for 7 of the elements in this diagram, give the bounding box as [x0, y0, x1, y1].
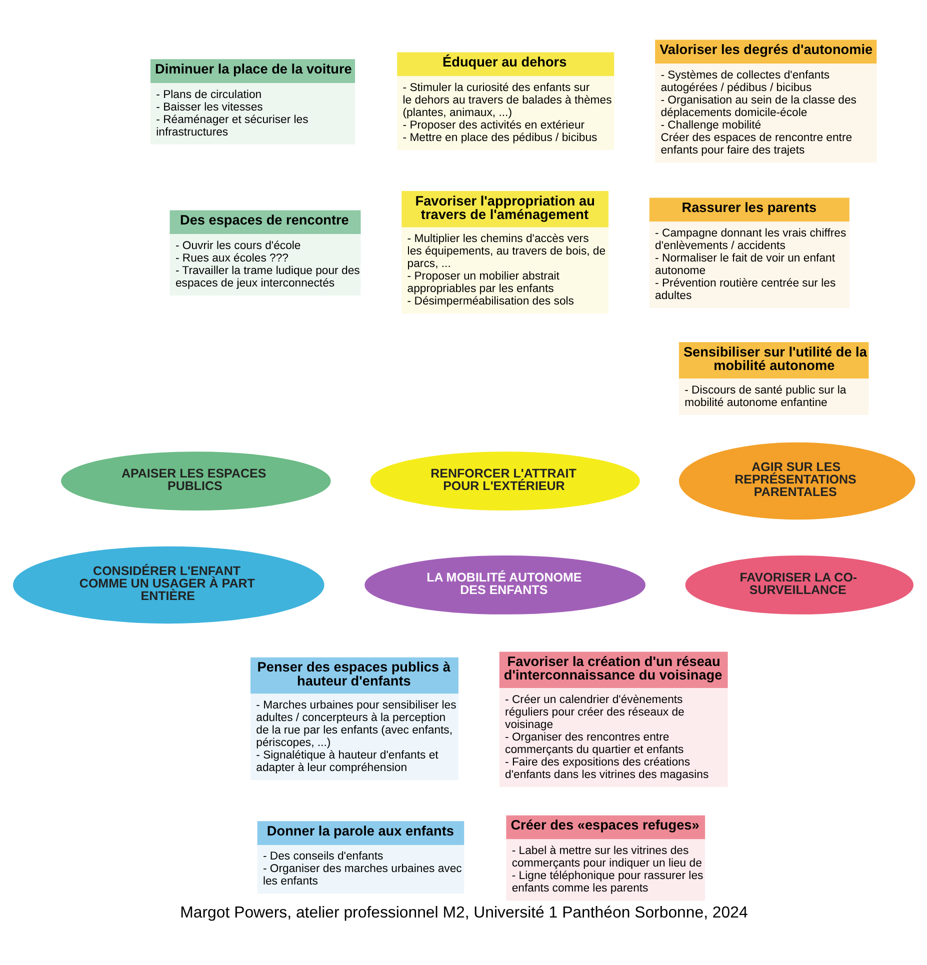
node-ellipse: RENFORCER L'ATTRAIT POUR L'EXTÉRIEUR [370, 451, 640, 510]
node-ellipse: AGIR SUR LES REPRÉSENTATIONS PARENTALES [678, 442, 915, 520]
node-ellipse: APAISER LES ESPACES PUBLICS [60, 451, 330, 510]
node-ellipse: FAVORISER LA CO-SURVEILLANCE [684, 555, 913, 614]
node-ellipse: CONSIDÉRER L'ENFANT COMME UN USAGER À PART ENTIÈRE [12, 546, 324, 624]
node-ellipse: LA MOBILITÉ AUTONOME DES ENFANTS [364, 555, 645, 614]
caption: Margot Powers, atelier professionnel M2, Université 1 Panthéon Sorbonne, 2024 [180, 904, 748, 921]
